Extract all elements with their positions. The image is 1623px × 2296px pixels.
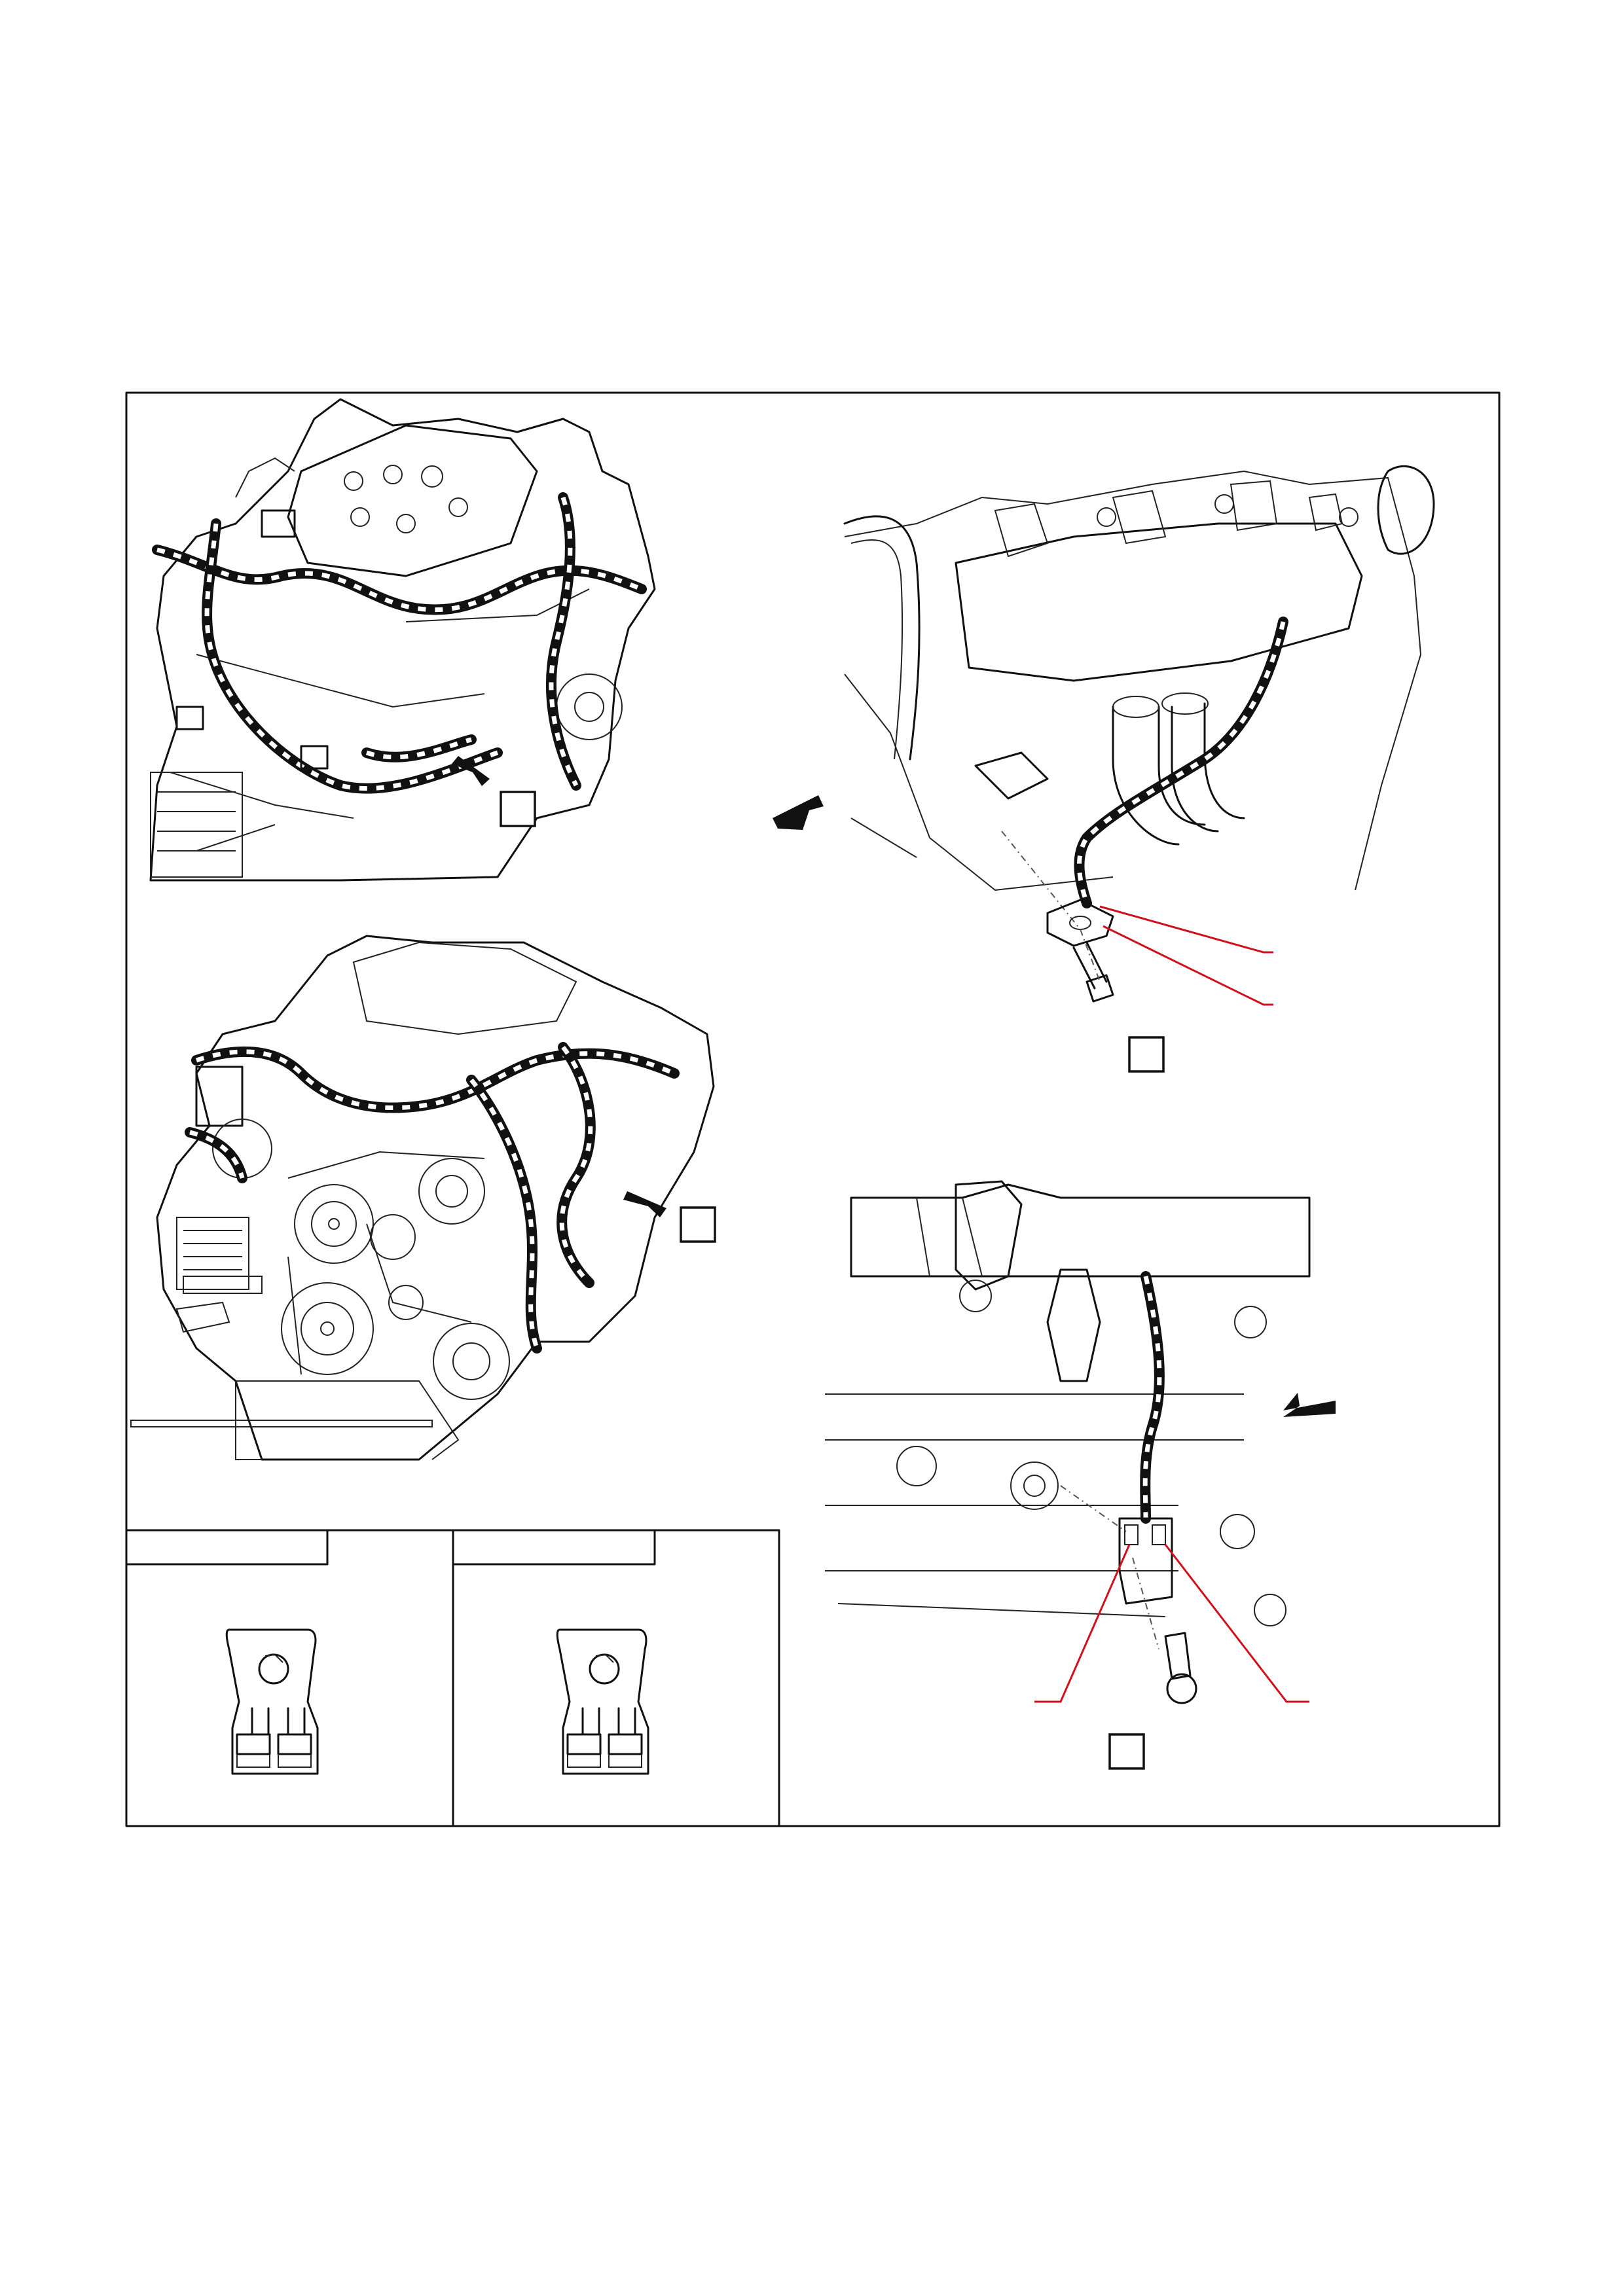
inset-ground-terminal-right [453, 1530, 655, 1774]
leader-line [1103, 926, 1273, 1005]
leader-line [1034, 1545, 1129, 1702]
callout-box [501, 792, 535, 826]
inset-tab [453, 1530, 655, 1564]
direction-arrow [1283, 1393, 1336, 1417]
direction-arrow [773, 795, 824, 830]
detail-ground-strap-lower [825, 1181, 1336, 1768]
direction-arrow [623, 1191, 666, 1217]
detail-ground-strap-upper [773, 466, 1434, 1071]
callout-box [1110, 1734, 1144, 1768]
inset-ground-terminal-left [126, 1530, 327, 1774]
callout-box [681, 1208, 715, 1242]
figure-frame [126, 393, 1499, 1826]
leader-line [1165, 1545, 1309, 1702]
inset-tab [126, 1530, 327, 1564]
callout-box [1129, 1037, 1163, 1071]
engine-front-view [131, 936, 715, 1460]
engine-top-view [151, 399, 655, 880]
leader-line [1100, 906, 1273, 952]
